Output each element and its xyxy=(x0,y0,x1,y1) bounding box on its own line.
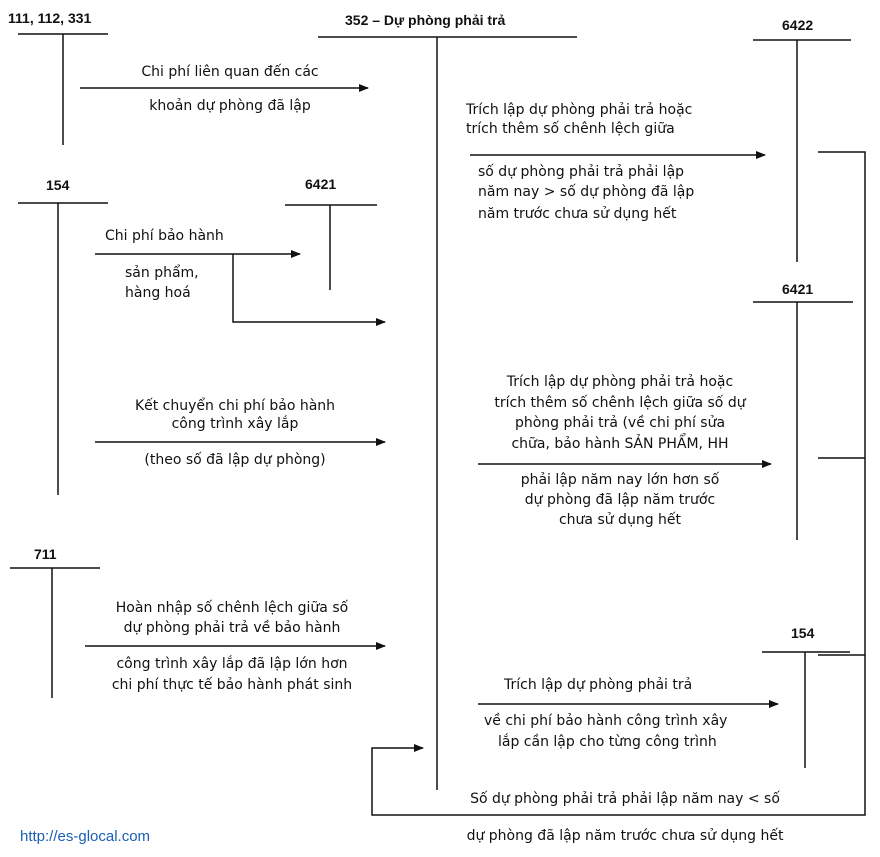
label-reversal-line1: Hoàn nhập số chênh lệch giữa số xyxy=(115,600,349,616)
label-reversal-line3: công trình xây lắp đã lập lớn hơn xyxy=(116,656,348,672)
account-154-left-label: 154 xyxy=(46,177,70,193)
label-warranty-line1: Chi phí bảo hành xyxy=(105,228,224,244)
label-6421-line5: phải lập năm nay lớn hơn số xyxy=(520,472,720,488)
label-6422-line1: Trích lập dự phòng phải trả hoặc xyxy=(466,102,693,118)
account-352-label: 352 – Dự phòng phải trả xyxy=(345,12,506,28)
label-transfer-line2: công trình xây lắp xyxy=(171,416,299,432)
label-bottom-line1: Số dự phòng phải trả phải lập năm nay < … xyxy=(470,791,780,807)
label-related-costs-line1: Chi phí liên quan đến các xyxy=(141,64,319,80)
label-6421-line2: trích thêm số chênh lệch giữa số dự xyxy=(494,395,746,411)
label-6422-line5: năm trước chưa sử dụng hết xyxy=(478,206,677,222)
label-154-line1: Trích lập dự phòng phải trả xyxy=(504,677,693,693)
label-6421-line1: Trích lập dự phòng phải trả hoặc xyxy=(506,374,734,390)
label-6421-line7: chưa sử dụng hết xyxy=(558,512,682,528)
watermark-url: http://es-glocal.com xyxy=(20,828,151,845)
label-6421-line3: phòng phải trả (về chi phí sửa xyxy=(514,415,726,431)
account-154-right-label: 154 xyxy=(791,625,815,641)
account-711-label: 711 xyxy=(34,546,57,562)
label-154-line2: về chi phí bảo hành công trình xây xyxy=(484,713,728,729)
label-6421-line4: chữa, bảo hành SẢN PHẨM, HH xyxy=(511,436,729,452)
label-bottom-line2: dự phòng đã lập năm trước chưa sử dụng h… xyxy=(466,828,784,844)
arrow-6421-to-352 xyxy=(232,254,386,326)
account-6421-right-label: 6421 xyxy=(782,281,814,297)
reversal-bracket xyxy=(371,151,866,816)
label-reversal-line2: dự phòng phải trả về bảo hành xyxy=(123,620,341,636)
label-transfer-line3: (theo số đã lập dự phòng) xyxy=(144,452,326,468)
label-154-line3: lắp cần lập cho từng công trình xyxy=(498,734,717,750)
account-6421-left-label: 6421 xyxy=(305,176,337,192)
label-6422-line4: năm nay > số dự phòng đã lập xyxy=(478,184,695,200)
label-warranty-line2: sản phẩm, xyxy=(125,265,199,281)
label-6422-line3: số dự phòng phải trả phải lập xyxy=(478,164,685,180)
label-6421-line6: dự phòng đã lập năm trước xyxy=(524,492,716,508)
label-6422-line2: trích thêm số chênh lệch giữa xyxy=(466,121,675,137)
label-warranty-line3: hàng hoá xyxy=(125,285,191,301)
label-transfer-line1: Kết chuyển chi phí bảo hành xyxy=(134,398,336,414)
label-reversal-line4: chi phí thực tế bảo hành phát sinh xyxy=(111,677,353,693)
label-related-costs-line2: khoản dự phòng đã lập xyxy=(149,98,311,114)
account-111-label: 111, 112, 331 xyxy=(8,10,92,26)
account-6422-label: 6422 xyxy=(782,17,814,33)
